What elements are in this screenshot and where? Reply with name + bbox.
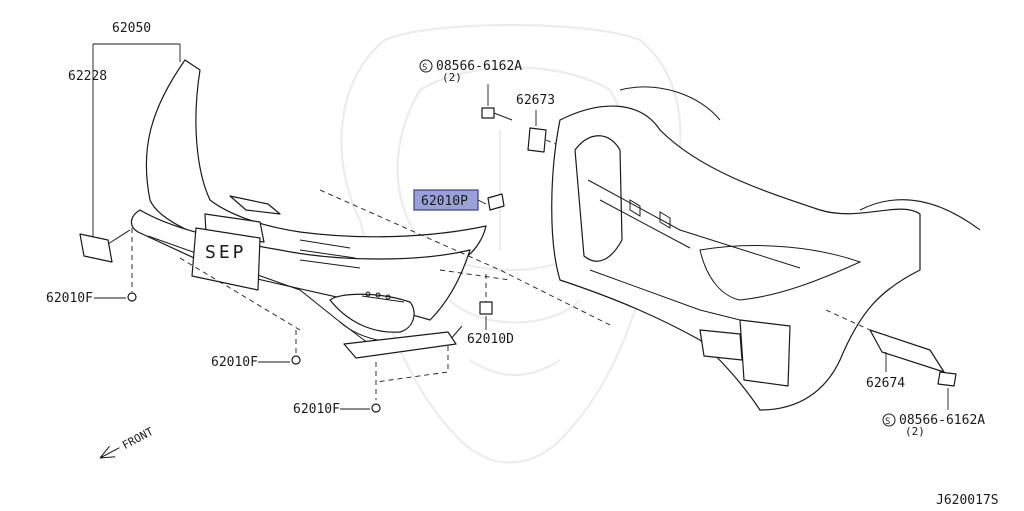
part-label-62010F-mid[interactable]: 62010F <box>211 355 258 370</box>
part-label-62010F-left[interactable]: 62010F <box>46 291 93 306</box>
standard-part-s-icon <box>419 59 433 73</box>
clip-icon <box>371 403 381 413</box>
assembly-guide <box>179 189 613 331</box>
clip-62010F-bottom-group: 62010F <box>293 402 381 417</box>
part-label-62228[interactable]: 62228 <box>68 69 107 84</box>
qty-bolt-top: (2) <box>442 71 462 84</box>
part-label-bolt-bottom[interactable]: 08566-6162A <box>899 413 985 428</box>
lower-spoiler[interactable] <box>343 331 457 400</box>
diagram-code: J620017S <box>936 493 999 508</box>
part-label-62010P[interactable]: 62010P <box>421 194 468 209</box>
bracket-62674-group: 62674 <box>825 309 957 391</box>
clip-62010F-left-group: 62010F <box>46 228 137 306</box>
highlight-62010P-group[interactable]: 62010P <box>413 189 505 211</box>
part-label-62010D[interactable]: 62010D <box>467 332 514 347</box>
side-bracket-62228[interactable] <box>79 229 131 263</box>
clip-icon <box>291 355 301 365</box>
plate-text: SEP <box>205 242 247 263</box>
clip-icon <box>127 292 137 302</box>
front-label: FRONT <box>120 425 156 452</box>
watermark-crest <box>340 23 682 464</box>
qty-bolt-bottom: (2) <box>905 425 925 438</box>
vehicle-body-structure <box>551 86 981 411</box>
part-label-bolt-top[interactable]: 08566-6162A <box>436 59 522 74</box>
front-direction-indicator: FRONT <box>99 425 156 459</box>
part-label-62050[interactable]: 62050 <box>112 21 151 36</box>
clip-62010F-mid-group: 62010F <box>211 330 301 370</box>
svg-text:S: S <box>885 417 890 427</box>
label-62050-group: 62050 62228 <box>68 21 181 240</box>
part-label-62674[interactable]: 62674 <box>866 376 905 391</box>
front-arrow-icon <box>99 445 120 459</box>
standard-part-s-icon <box>882 413 896 427</box>
bolt-bottom-group: S 08566-6162A (2) <box>882 388 985 438</box>
front-bumper-fascia[interactable]: SEP <box>130 59 487 353</box>
part-label-62010F-bottom[interactable]: 62010F <box>293 402 340 417</box>
svg-text:S: S <box>422 63 427 73</box>
bolt-top-group: S 08566-6162A (2) <box>419 59 522 121</box>
clip-62010D-group: 62010D <box>467 274 514 347</box>
bracket-62673-group: 62673 <box>516 93 571 153</box>
part-label-62673[interactable]: 62673 <box>516 93 555 108</box>
